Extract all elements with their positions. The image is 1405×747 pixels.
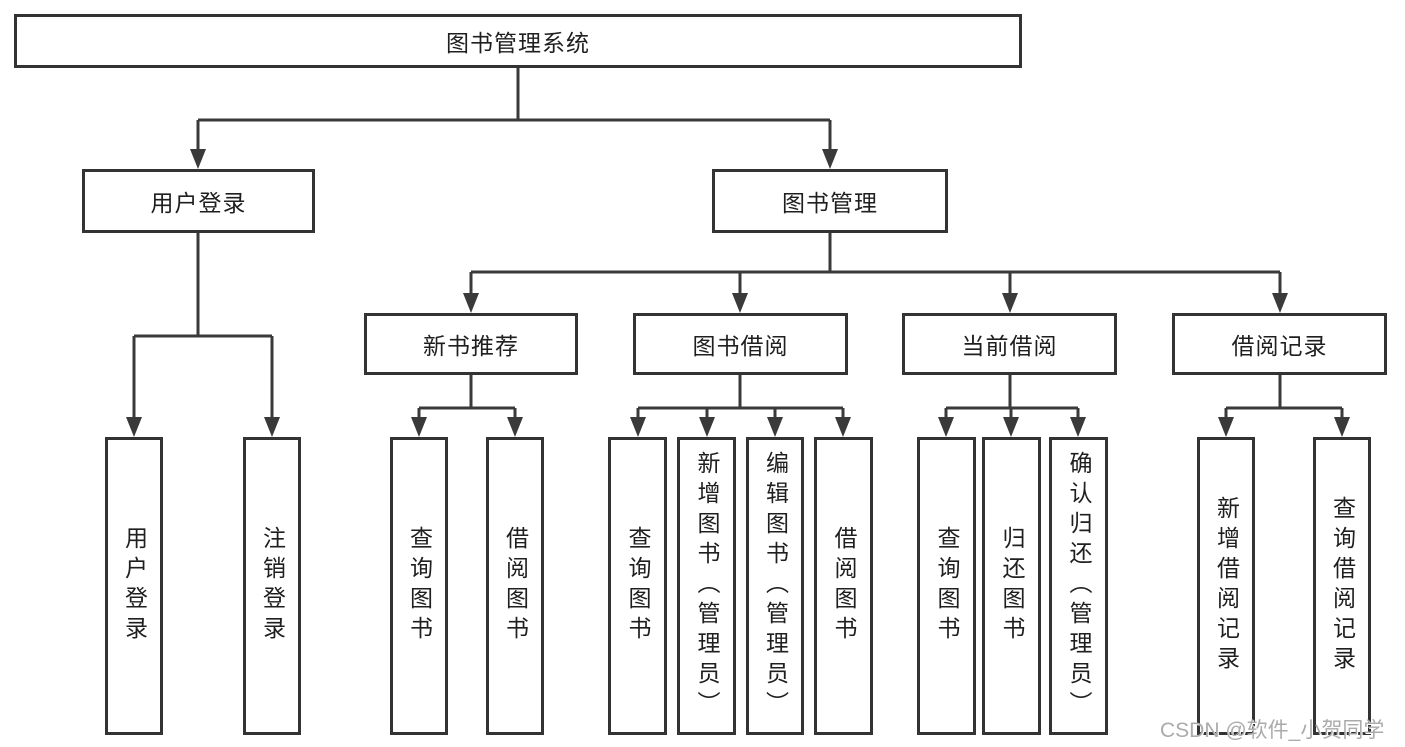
leaf-add-borrow-record: 新增借阅记录	[1197, 437, 1255, 735]
node-borrow-records-label: 借阅记录	[1231, 333, 1328, 359]
node-new-book-recommend-label: 新书推荐	[423, 333, 519, 359]
leaf-current-query-book-label: 查询图书	[934, 526, 960, 646]
leaf-query-borrow-record: 查询借阅记录	[1313, 437, 1371, 735]
leaf-add-borrow-record-label: 新增借阅记录	[1213, 496, 1240, 676]
leaf-user-login: 用户登录	[105, 437, 163, 735]
leaf-borrow-query-book-label: 查询图书	[625, 526, 651, 646]
leaf-user-login-label: 用户登录	[121, 526, 148, 646]
leaf-recommend-query-book-label: 查询图书	[406, 526, 433, 646]
node-book-management: 图书管理	[712, 169, 948, 233]
node-root-label: 图书管理系统	[446, 30, 590, 56]
leaf-borrow-query-book: 查询图书	[608, 437, 667, 735]
leaf-add-book-admin-label: 新增图书（管理员）	[694, 451, 720, 721]
node-book-borrow: 图书借阅	[633, 313, 848, 375]
csdn-watermark: CSDN @软件_小贺同学	[1160, 719, 1385, 742]
node-new-book-recommend: 新书推荐	[364, 313, 578, 375]
leaf-edit-book-admin-label: 编辑图书（管理员）	[762, 451, 789, 721]
leaf-return-book: 归还图书	[982, 437, 1041, 735]
leaf-confirm-return-admin-label: 确认归还（管理员）	[1066, 451, 1092, 721]
node-borrow-records: 借阅记录	[1172, 313, 1387, 375]
leaf-logout-label: 注销登录	[259, 526, 286, 646]
leaf-borrow-book: 借阅图书	[814, 437, 873, 735]
node-user-login-label: 用户登录	[150, 190, 247, 216]
leaf-add-book-admin: 新增图书（管理员）	[677, 437, 736, 735]
node-current-borrow: 当前借阅	[902, 313, 1117, 375]
node-root: 图书管理系统	[14, 14, 1022, 68]
leaf-edit-book-admin: 编辑图书（管理员）	[746, 437, 804, 735]
leaf-confirm-return-admin: 确认归还（管理员）	[1049, 437, 1108, 735]
leaf-recommend-borrow-book: 借阅图书	[486, 437, 544, 735]
node-current-borrow-label: 当前借阅	[961, 333, 1058, 359]
leaf-return-book-label: 归还图书	[999, 526, 1025, 646]
leaf-borrow-book-label: 借阅图书	[831, 526, 857, 646]
leaf-recommend-query-book: 查询图书	[390, 437, 448, 735]
leaf-recommend-borrow-book-label: 借阅图书	[502, 526, 529, 646]
leaf-logout: 注销登录	[243, 437, 301, 735]
node-book-borrow-label: 图书借阅	[692, 333, 789, 359]
leaf-current-query-book: 查询图书	[917, 437, 976, 735]
node-book-management-label: 图书管理	[782, 190, 878, 216]
node-user-login: 用户登录	[82, 169, 315, 233]
leaf-query-borrow-record-label: 查询借阅记录	[1329, 496, 1356, 676]
